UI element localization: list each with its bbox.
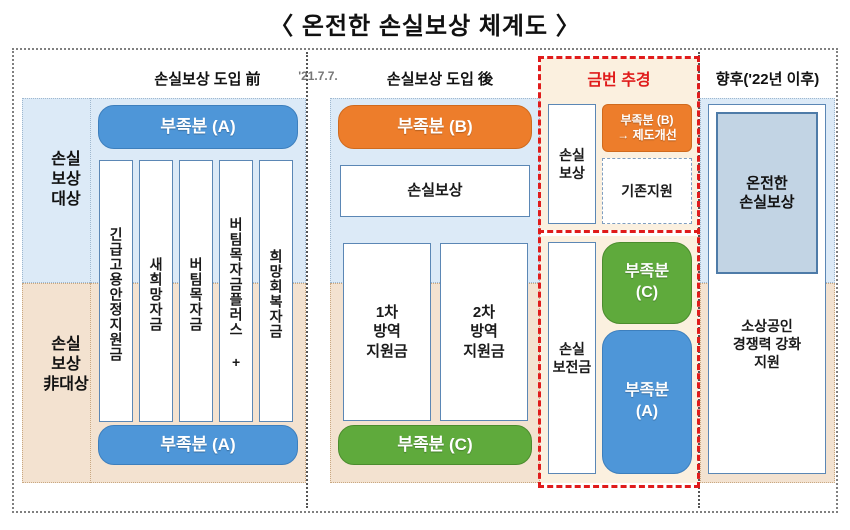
after-compensation-box: 손실보상	[340, 165, 530, 217]
after-fund-box-2nd: 2차 방역 지원금	[440, 243, 528, 421]
sidebar-label-not-covered: 손실 보상 非대상	[43, 336, 89, 393]
outer-frame	[12, 48, 838, 513]
header-date: '21.7.7.	[298, 69, 338, 83]
header-current-budget: 금번 추경	[587, 72, 651, 89]
program-box-support-fund-plus: 버팀목자금플러스 +	[219, 160, 253, 422]
header-before: 손실보상 도입 前	[154, 70, 261, 88]
before-shortfall-a-bottom: 부족분 (A)	[98, 425, 298, 465]
future-complete-compensation: 온전한 손실보상	[716, 112, 818, 274]
page-title: 〈 온전한 손실보상 체계도 〉	[269, 13, 581, 40]
program-box-emergency-employment: 긴급고용안정지원금	[99, 160, 133, 422]
after-shortfall-b: 부족분 (B)	[338, 105, 532, 149]
program-box-support-fund: 버팀목자금	[179, 160, 213, 422]
current-compensation-bottom: 손실 보전금	[548, 242, 596, 474]
separator-date	[306, 52, 308, 508]
current-compensation-top: 손실 보상	[548, 104, 596, 224]
before-shortfall-a-top: 부족분 (A)	[98, 105, 298, 149]
program-box-hope-recovery-fund: 희망회복자금	[259, 160, 293, 422]
header-after: 손실보상 도입 後	[386, 70, 494, 88]
program-box-new-hope-fund: 새희망자금	[139, 160, 173, 422]
after-fund-box-1st: 1차 방역 지원금	[343, 243, 431, 421]
current-shortfall-b-improve: 부족분 (B) → 제도개선	[602, 104, 692, 152]
sidebar-label-covered: 손실 보상 대상	[51, 151, 81, 208]
current-shortfall-a: 부족분 (A)	[602, 330, 692, 474]
current-shortfall-c: 부족분 (C)	[602, 242, 692, 324]
future-competitiveness-support: 소상공인 경쟁력 강화 지원	[732, 317, 802, 371]
header-future: 향후('22년 이후)	[715, 70, 820, 88]
current-existing-support: 기존지원	[602, 158, 692, 224]
after-shortfall-c: 부족분 (C)	[338, 425, 532, 465]
